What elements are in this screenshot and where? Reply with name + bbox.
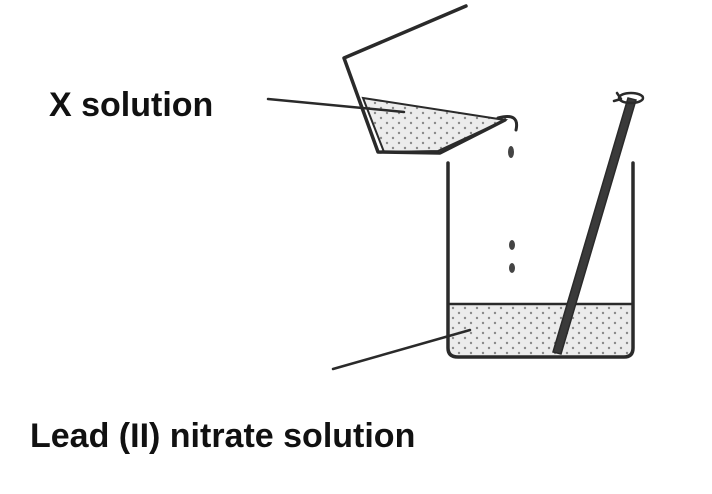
drop	[509, 263, 515, 273]
drop	[508, 146, 514, 158]
lead-nitrate-leader-line	[331, 328, 472, 371]
drop	[509, 240, 515, 250]
lead-nitrate-liquid	[450, 304, 631, 356]
pouring-beaker	[342, 4, 519, 155]
pouring-beaker-spout	[496, 115, 519, 132]
falling-drops	[508, 146, 515, 273]
rotation-arrowhead	[612, 91, 623, 103]
receiving-beaker-walls	[446, 161, 635, 359]
stirring-rod	[552, 97, 637, 355]
x-solution-label: X solution	[49, 86, 214, 124]
x-solution-leader-line	[266, 97, 406, 114]
pouring-beaker-walls	[342, 4, 507, 155]
stirring-rod-icon	[552, 91, 645, 355]
receiving-beaker	[446, 161, 635, 359]
lead-nitrate-solution-label: Lead (II) nitrate solution	[30, 417, 416, 455]
x-solution-liquid	[361, 96, 509, 154]
